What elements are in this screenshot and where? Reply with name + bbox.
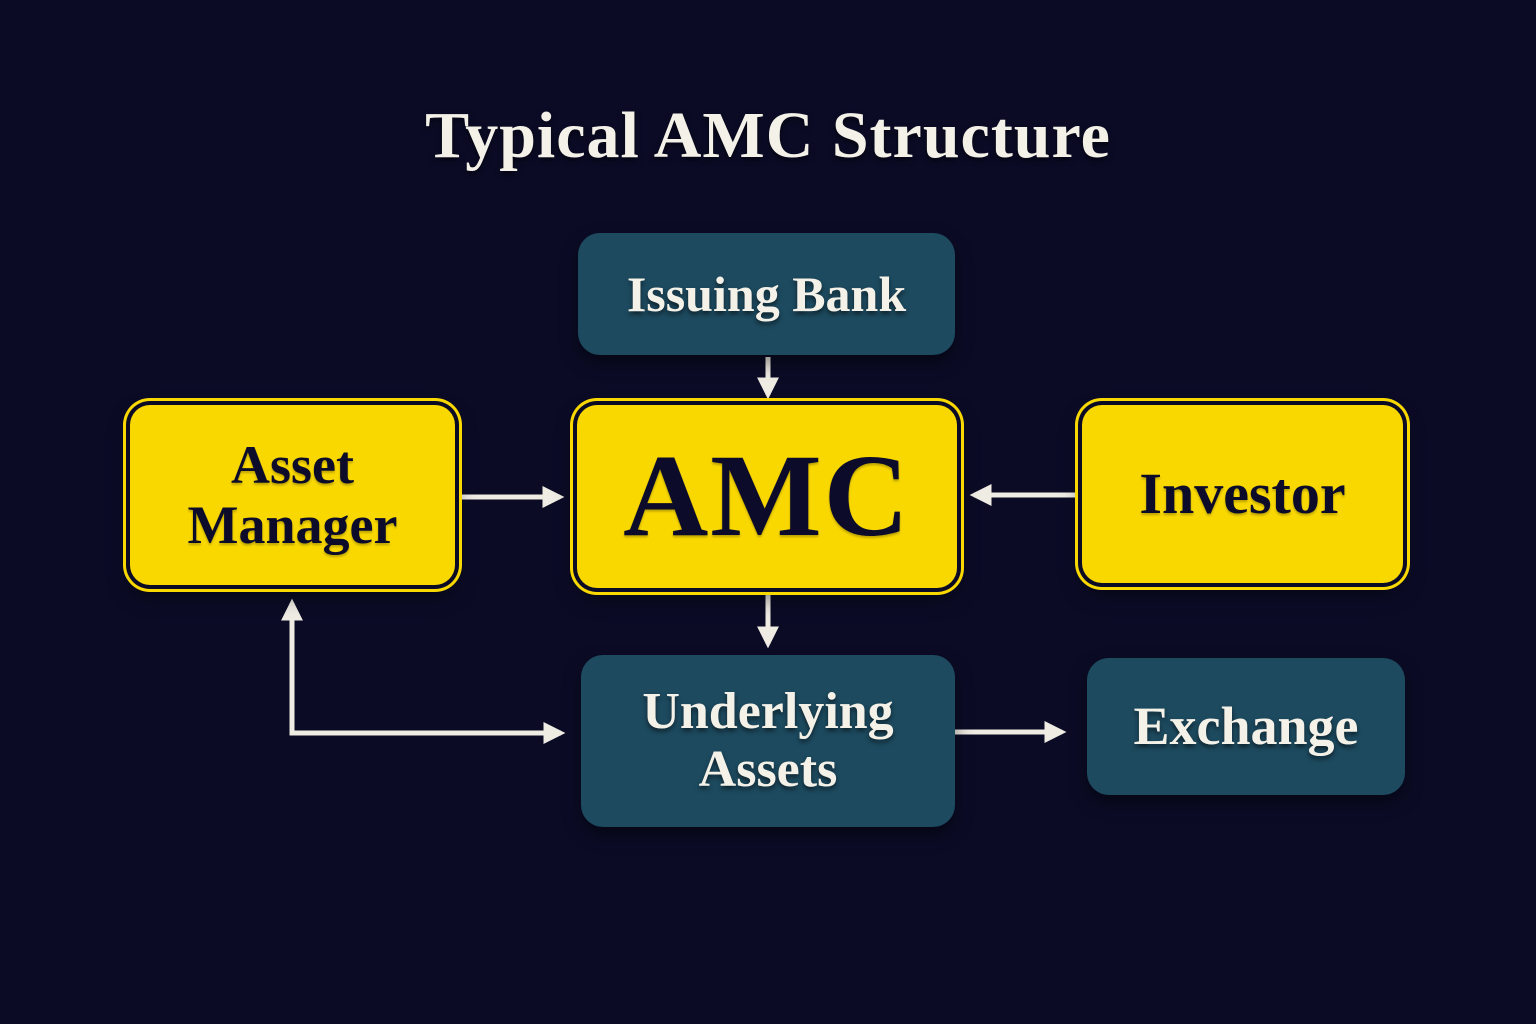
node-issuing-bank: Issuing Bank (578, 233, 955, 355)
node-underlying-assets: Underlying Assets (581, 655, 955, 827)
page-title: Typical AMC Structure (425, 99, 1111, 172)
node-exchange-label: Exchange (1133, 696, 1359, 757)
node-issuing-bank-label: Issuing Bank (626, 266, 907, 322)
node-underlying-assets-label: Underlying Assets (642, 682, 894, 798)
node-asset-manager: Asset Manager (130, 405, 455, 585)
arrow-elbow-underlying-assets-asset-manager (280, 598, 566, 745)
node-amc-label: AMC (623, 430, 911, 562)
node-asset-manager-label: Asset Manager (187, 434, 398, 555)
node-amc: AMC (577, 405, 957, 588)
node-investor: Investor (1082, 405, 1403, 583)
node-exchange: Exchange (1087, 658, 1405, 795)
node-investor-label: Investor (1139, 460, 1346, 526)
